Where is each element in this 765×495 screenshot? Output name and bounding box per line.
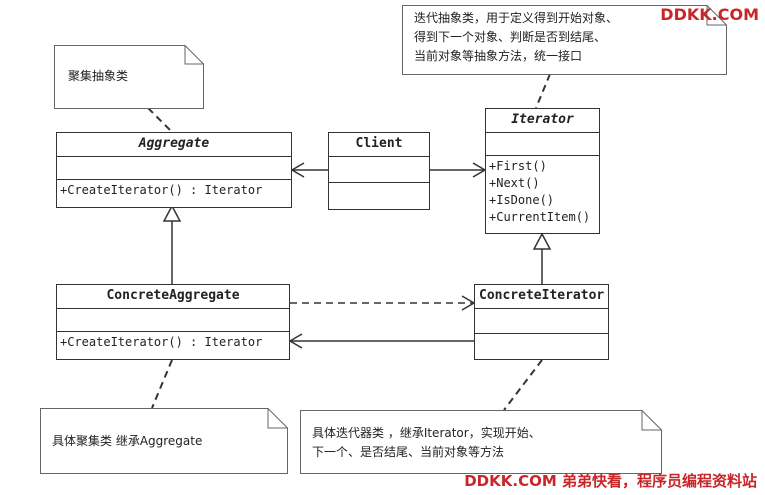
concrete-iterator-class[interactable]: ConcreteIterator <box>474 284 609 360</box>
note-anchor-concrete-iterator <box>503 359 543 411</box>
note-concrete-aggregate: 具体聚集类 继承Aggregate <box>40 408 288 474</box>
iterator-op: +CurrentItem() <box>489 210 591 224</box>
arrow-to-aggregate <box>290 162 305 178</box>
note-shape <box>54 45 204 109</box>
aggregate-class-name: Aggregate <box>57 133 291 157</box>
aggregate-op: +CreateIterator() : Iterator <box>60 183 263 197</box>
note-anchor-iterator <box>535 73 551 109</box>
note-shape <box>402 5 727 75</box>
note-line: 聚集抽象类 <box>68 69 129 83</box>
concrete-aggregate-op: +CreateIterator() : Iterator <box>60 335 263 349</box>
note-anchor-concrete-aggregate <box>151 359 173 409</box>
iterator-op: +First() <box>489 159 547 173</box>
concrete-aggregate-operations: +CreateIterator() : Iterator <box>57 332 289 353</box>
note-iterator: 迭代抽象类，用于定义得到开始对象、 得到下一个对象、判断是否到结尾、 当前对象等… <box>402 5 727 75</box>
watermark-top: DDKK.COM <box>660 5 759 24</box>
note-line: 具体迭代器类 ，继承Iterator，实现开始、 <box>312 426 541 440</box>
note-line: 迭代抽象类，用于定义得到开始对象、 <box>414 11 619 25</box>
iterator-op: +Next() <box>489 176 540 190</box>
iterator-class-name: Iterator <box>486 109 599 133</box>
watermark-bottom: DDKK.COM 弟弟快看，程序员编程资料站 <box>464 472 757 490</box>
note-shape <box>40 408 288 474</box>
concrete-iterator-operations <box>475 334 608 358</box>
concrete-aggregate-class[interactable]: ConcreteAggregate +CreateIterator() : It… <box>56 284 290 360</box>
client-class[interactable]: Client <box>328 132 430 210</box>
concrete-aggregate-class-name: ConcreteAggregate <box>57 285 289 309</box>
aggregate-attributes <box>57 157 291 180</box>
iterator-attributes <box>486 133 599 156</box>
note-line: 当前对象等抽象方法，统一接口 <box>414 49 583 63</box>
note-concrete-iterator: 具体迭代器类 ，继承Iterator，实现开始、 下一个、是否结尾、当前对象等方… <box>300 410 662 474</box>
iterator-generalization-triangle <box>532 232 552 250</box>
iterator-op: +IsDone() <box>489 193 555 207</box>
concrete-aggregate-attributes <box>57 309 289 332</box>
aggregate-operations: +CreateIterator() : Iterator <box>57 180 291 201</box>
client-class-name: Client <box>329 133 429 157</box>
note-line: 得到下一个对象、判断是否到结尾、 <box>414 30 607 44</box>
iterator-operations: +First() +Next() +IsDone() +CurrentItem(… <box>486 156 599 228</box>
note-line: 下一个、是否结尾、当前对象等方法 <box>312 445 505 459</box>
client-attributes <box>329 157 429 183</box>
note-line: 具体聚集类 继承Aggregate <box>52 434 203 448</box>
concrete-iterator-attributes <box>475 309 608 334</box>
note-shape <box>300 410 662 474</box>
concrete-iterator-class-name: ConcreteIterator <box>475 285 608 309</box>
note-anchor-aggregate <box>147 107 173 133</box>
aggregate-generalization-triangle <box>162 204 182 222</box>
note-aggregate: 聚集抽象类 <box>54 45 204 109</box>
aggregate-class[interactable]: Aggregate +CreateIterator() : Iterator <box>56 132 292 208</box>
iterator-class[interactable]: Iterator +First() +Next() +IsDone() +Cur… <box>485 108 600 234</box>
concrete-association-arrow <box>288 333 303 349</box>
client-operations <box>329 183 429 208</box>
